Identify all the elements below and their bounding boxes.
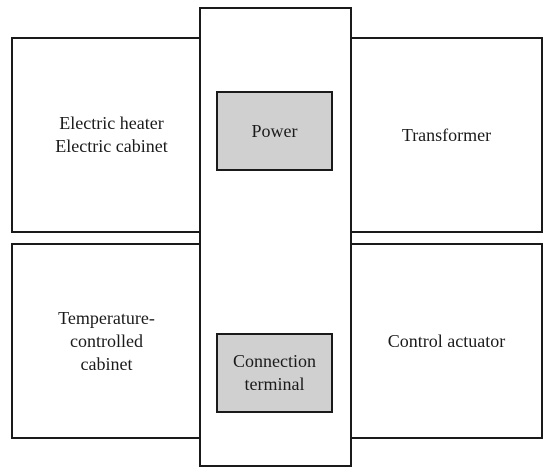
control-actuator-label: Control actuator [387,330,506,351]
temperature-controlled-cabinet-label: Temperature- controlled cabinet [58,307,155,374]
electric-heater-cabinet-box: Electric heater Electric cabinet [11,37,202,233]
electric-heater-cabinet-label: Electric heater Electric cabinet [55,113,168,156]
connection-terminal-box: Connection terminal [216,333,333,413]
power-box: Power [216,91,333,171]
power-label: Power [251,120,298,141]
transformer-label: Transformer [401,124,492,145]
connection-terminal-label: Connection terminal [233,351,316,394]
transformer-box: Transformer [350,37,543,233]
control-actuator-box: Control actuator [350,243,543,439]
temperature-controlled-cabinet-box: Temperature- controlled cabinet [11,243,202,439]
